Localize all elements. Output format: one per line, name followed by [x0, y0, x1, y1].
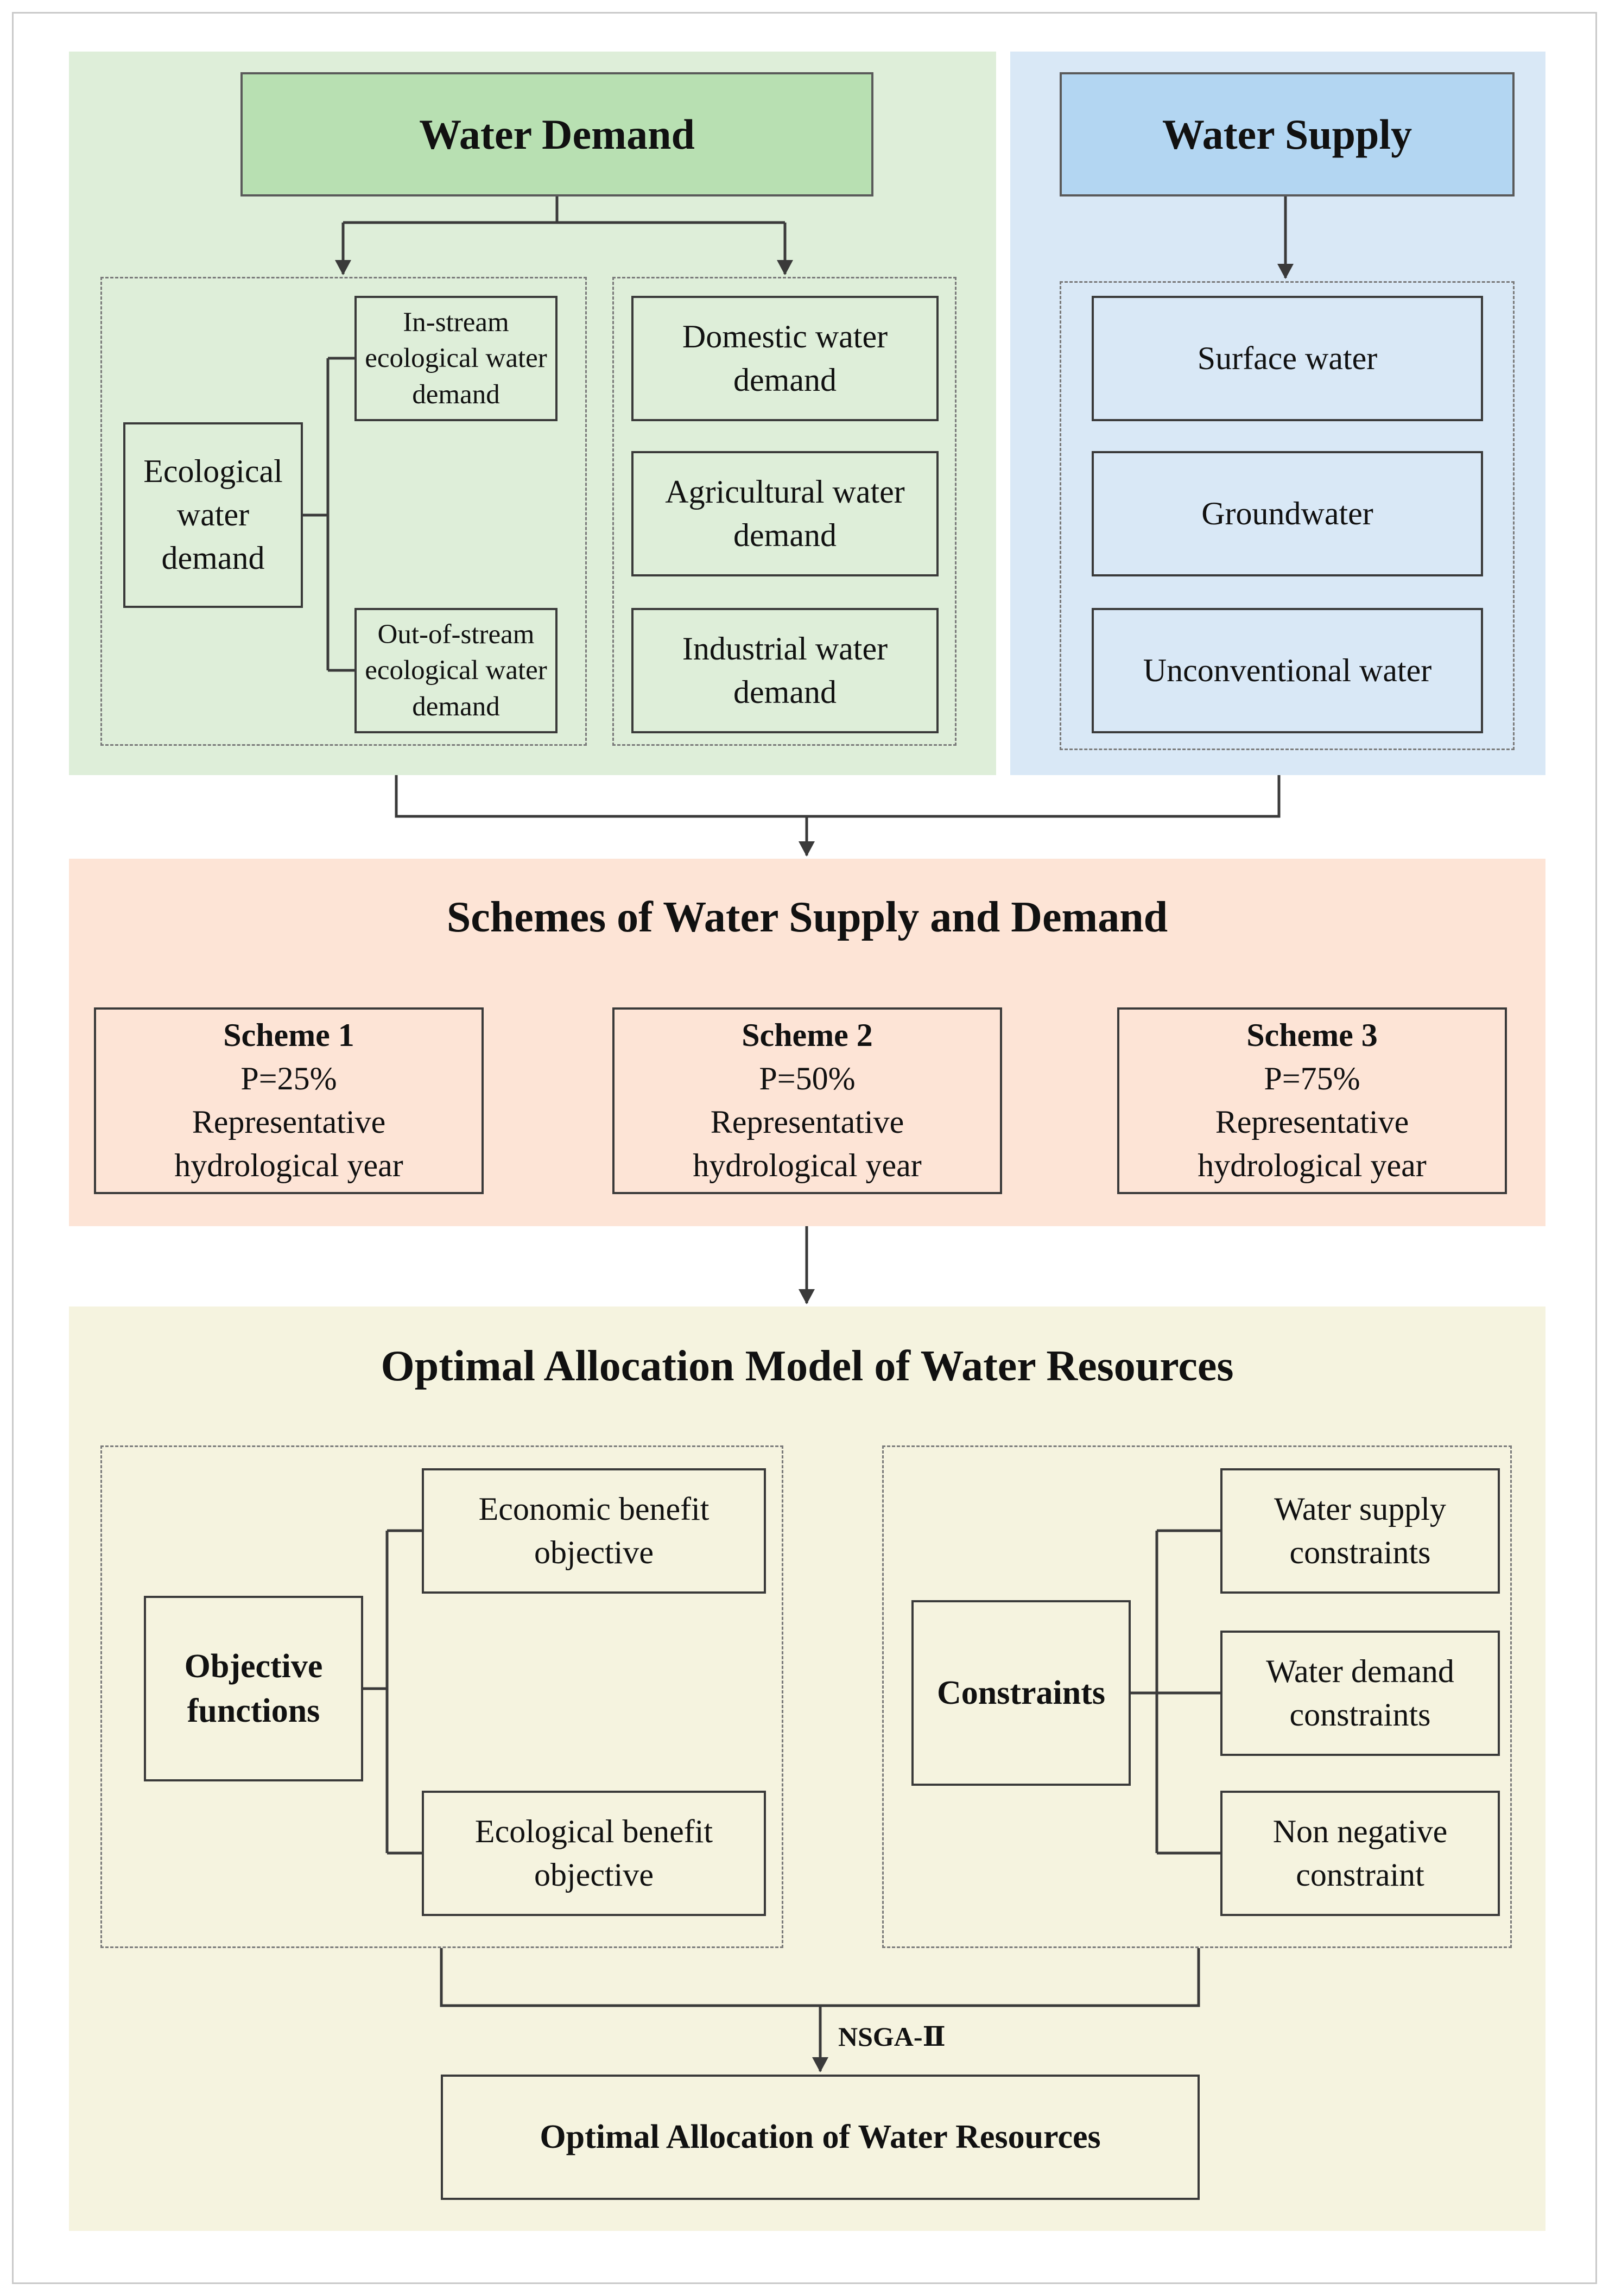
surface-water-box: Surface water: [1092, 296, 1483, 421]
scheme-1-name: Scheme 1: [223, 1017, 354, 1054]
agricultural-demand-label: Agricultural water demand: [665, 473, 905, 553]
socioeconomic-demand-group: [612, 277, 956, 746]
out-of-stream-demand-label: Out-of-stream ecological water demand: [365, 619, 547, 722]
ecological-demand-group: [100, 277, 587, 746]
scheme-1-line1: Representative: [192, 1104, 386, 1140]
demand-split-line: [343, 196, 785, 224]
scheme-3-name: Scheme 3: [1246, 1017, 1378, 1054]
constraints-bracket: [1131, 1529, 1220, 1855]
groundwater-label: Groundwater: [1201, 495, 1373, 531]
water-demand-constraints-label: Water demand constraints: [1266, 1653, 1454, 1733]
water-supply-constraints-box: Water supply constraints: [1220, 1468, 1500, 1594]
water-supply-header: Water Supply: [1060, 72, 1515, 196]
industrial-demand-box: Industrial water demand: [631, 608, 939, 733]
scheme-2-name: Scheme 2: [742, 1017, 873, 1054]
optimal-allocation-label: Optimal Allocation of Water Resources: [540, 2119, 1101, 2156]
merge-to-result: [440, 1948, 1200, 2071]
scheme-3-probability: P=75%: [1264, 1061, 1360, 1097]
domestic-demand-label: Domestic water demand: [682, 318, 888, 398]
objectives-bracket: [363, 1529, 422, 1855]
out-of-stream-demand-box: Out-of-stream ecological water demand: [354, 608, 558, 733]
constraints-group: [882, 1445, 1512, 1948]
economic-objective-box: Economic benefit objective: [422, 1468, 766, 1594]
scheme-1-probability: P=25%: [240, 1061, 337, 1097]
industrial-demand-label: Industrial water demand: [682, 630, 888, 710]
objective-functions-label: Objective functions: [184, 1647, 323, 1729]
groundwater-box: Groundwater: [1092, 451, 1483, 576]
scheme-1-line2: hydrological year: [174, 1147, 403, 1183]
constraints-label: Constraints: [936, 1674, 1106, 1711]
merge-to-schemes: [395, 775, 1281, 855]
surface-water-label: Surface water: [1197, 340, 1378, 376]
ecological-bracket: [303, 357, 354, 672]
in-stream-demand-label: In-stream ecological water demand: [365, 307, 547, 410]
figure-frame: [12, 12, 1597, 2284]
water-demand-title: Water Demand: [419, 110, 695, 158]
ecological-objective-label: Ecological benefit objective: [474, 1813, 713, 1893]
ecological-water-demand-label: Ecological water demand: [143, 453, 283, 576]
ecological-objective-box: Ecological benefit objective: [422, 1791, 766, 1916]
water-demand-header: Water Demand: [240, 72, 873, 196]
water-demand-constraints-box: Water demand constraints: [1220, 1631, 1500, 1756]
scheme-3-line1: Representative: [1215, 1104, 1409, 1140]
ecological-water-demand-box: Ecological water demand: [123, 422, 303, 608]
water-supply-title: Water Supply: [1162, 110, 1412, 158]
agricultural-demand-box: Agricultural water demand: [631, 451, 939, 576]
unconventional-water-box: Unconventional water: [1092, 608, 1483, 733]
scheme-2-box: Scheme 2 P=50% Representative hydrologic…: [612, 1007, 1002, 1194]
supply-sources-group: [1060, 281, 1515, 750]
schemes-panel: Schemes of Water Supply and Demand: [69, 859, 1545, 1226]
model-title: Optimal Allocation Model of Water Resour…: [381, 1342, 1234, 1390]
water-supply-constraints-label: Water supply constraints: [1274, 1491, 1446, 1570]
scheme-2-probability: P=50%: [759, 1061, 856, 1097]
non-negative-constraint-box: Non negative constraint: [1220, 1791, 1500, 1916]
unconventional-water-label: Unconventional water: [1143, 652, 1432, 688]
scheme-2-line2: hydrological year: [693, 1147, 922, 1183]
scheme-3-box: Scheme 3 P=75% Representative hydrologic…: [1117, 1007, 1507, 1194]
schemes-title: Schemes of Water Supply and Demand: [446, 893, 1168, 941]
nsga-ii-label: NSGA-Ⅱ: [838, 2021, 946, 2052]
economic-objective-label: Economic benefit objective: [478, 1491, 710, 1570]
scheme-3-line2: hydrological year: [1198, 1147, 1427, 1183]
domestic-demand-box: Domestic water demand: [631, 296, 939, 421]
objectives-group: [100, 1445, 783, 1948]
scheme-1-box: Scheme 1 P=25% Representative hydrologic…: [94, 1007, 484, 1194]
objective-functions-box: Objective functions: [144, 1596, 363, 1781]
in-stream-demand-box: In-stream ecological water demand: [354, 296, 558, 421]
scheme-2-line1: Representative: [710, 1104, 904, 1140]
non-negative-constraint-label: Non negative constraint: [1272, 1813, 1448, 1893]
constraints-box: Constraints: [911, 1600, 1131, 1786]
